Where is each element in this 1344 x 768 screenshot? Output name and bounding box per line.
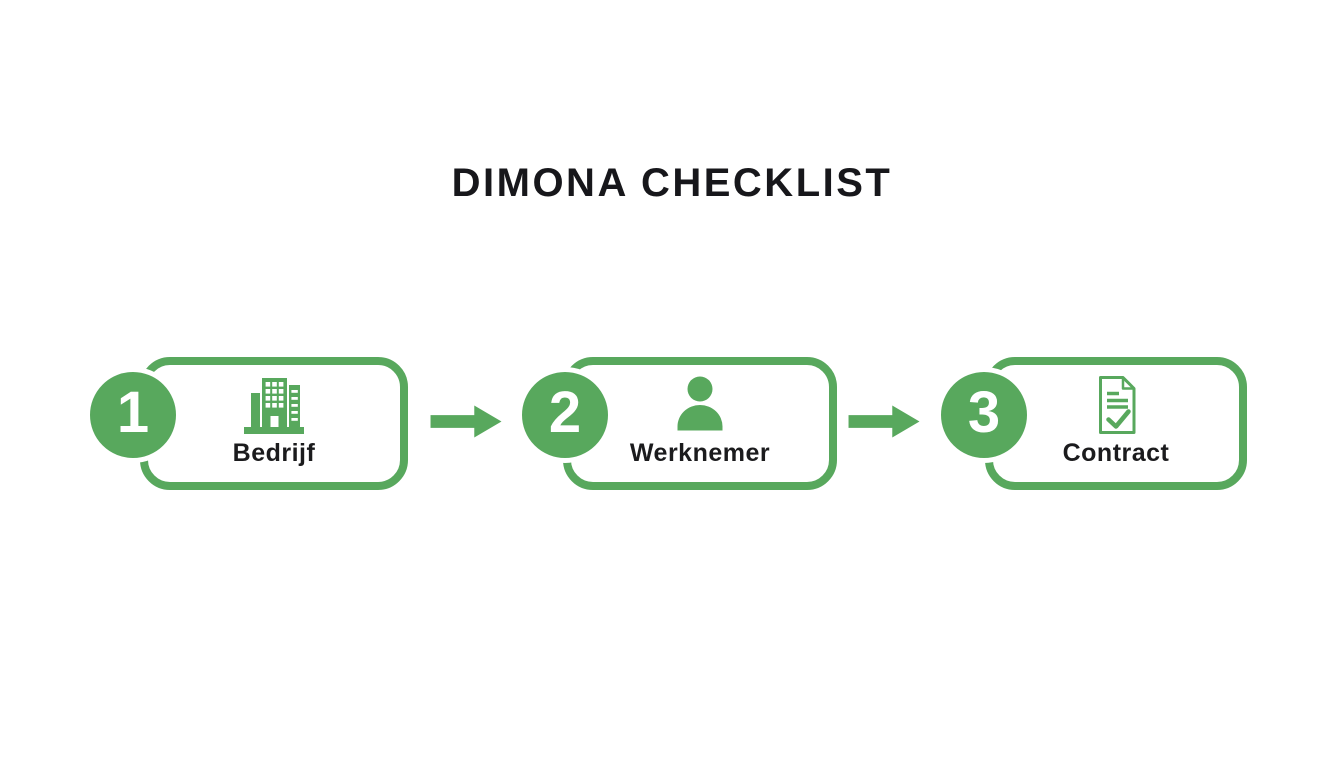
arrow-right-icon: [430, 404, 503, 439]
step-number: 3: [967, 380, 1001, 445]
step-label: Bedrijf: [232, 439, 316, 467]
contract-document-icon: [1084, 373, 1148, 437]
step-number-badge: 2: [517, 367, 613, 463]
arrow-right-icon: [848, 404, 921, 439]
building-icon: [242, 373, 306, 437]
step-card-bedrijf: Bedrijf: [140, 357, 408, 490]
step-number-badge: 1: [85, 367, 181, 463]
step-number: 1: [116, 380, 150, 445]
person-icon: [668, 373, 732, 437]
page-title: DIMONA CHECKLIST: [451, 161, 893, 205]
step-number: 2: [548, 380, 582, 445]
step-label: Contract: [1062, 439, 1170, 467]
step-label: Werknemer: [629, 439, 771, 467]
step-number-badge: 3: [936, 367, 1032, 463]
